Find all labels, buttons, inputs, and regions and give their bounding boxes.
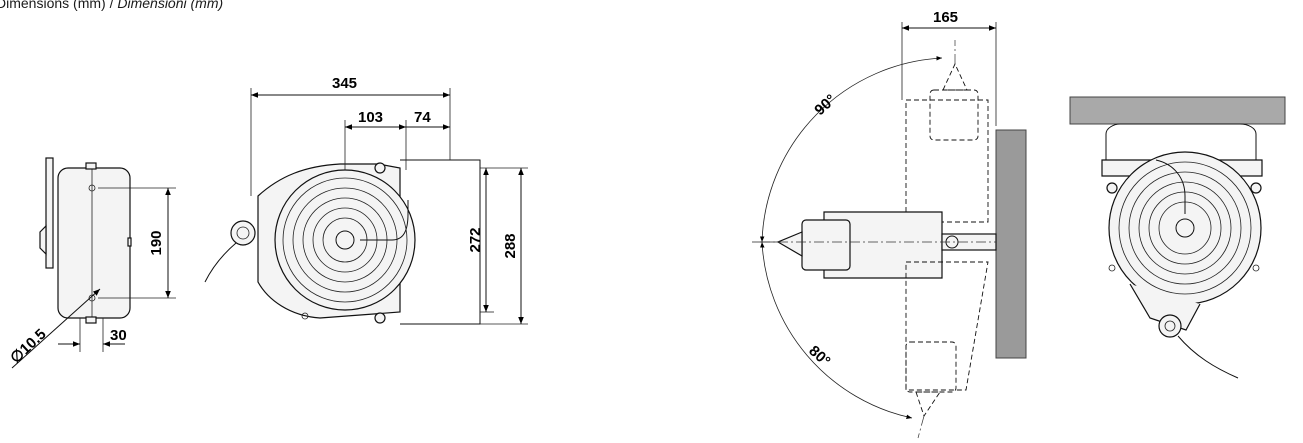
swing-arc-upper	[759, 56, 943, 243]
caption-english: Dimensions (mm) /	[0, 0, 118, 11]
dim-272: 272	[467, 227, 484, 252]
swivel-view: 165 90° 80°	[752, 9, 1027, 439]
ceiling	[1069, 96, 1286, 125]
dim-288: 288	[502, 233, 519, 258]
side-mounting-plate	[45, 157, 54, 269]
ceiling-drum	[1108, 151, 1262, 305]
swing-arc-lower	[760, 241, 913, 420]
dim-hole-diameter: ∅10.5	[7, 326, 50, 367]
dim-190: 190	[148, 230, 165, 255]
side-mount-hole-bottom	[88, 294, 96, 302]
angle-up: 90°	[811, 91, 839, 119]
caption-italian: Dimensioni (mm)	[117, 0, 224, 11]
side-view: 190 30 ∅10.5	[7, 157, 176, 369]
ceiling-bracket	[1105, 123, 1257, 162]
side-mount-hole-top	[88, 184, 96, 192]
dim-103: 103	[358, 109, 383, 126]
ceiling-hub	[1175, 218, 1195, 238]
dim-345: 345	[332, 75, 357, 92]
front-hose-outlet	[360, 200, 409, 241]
reel-position-up	[905, 99, 989, 223]
ceiling-hose	[1177, 335, 1239, 379]
reel-position-down	[905, 261, 989, 391]
ceiling-hose-stopper	[1158, 314, 1182, 338]
dim-165: 165	[933, 9, 958, 26]
front-mounting-bracket	[400, 159, 481, 325]
side-bracket-hook	[39, 224, 47, 256]
dim-74: 74	[414, 109, 431, 126]
ceiling-hose-outlet	[1155, 159, 1186, 214]
front-hub	[335, 230, 355, 250]
angle-down: 80°	[805, 342, 833, 370]
front-hose-stopper	[230, 220, 256, 246]
ceiling-view	[1069, 96, 1286, 379]
front-view: 345 103 74 272 288	[204, 75, 528, 325]
dimensions-caption: Dimensions (mm) / Dimensioni (mm)	[0, 0, 223, 11]
dim-30: 30	[110, 327, 127, 344]
front-hose	[204, 242, 237, 283]
wall	[995, 129, 1027, 359]
